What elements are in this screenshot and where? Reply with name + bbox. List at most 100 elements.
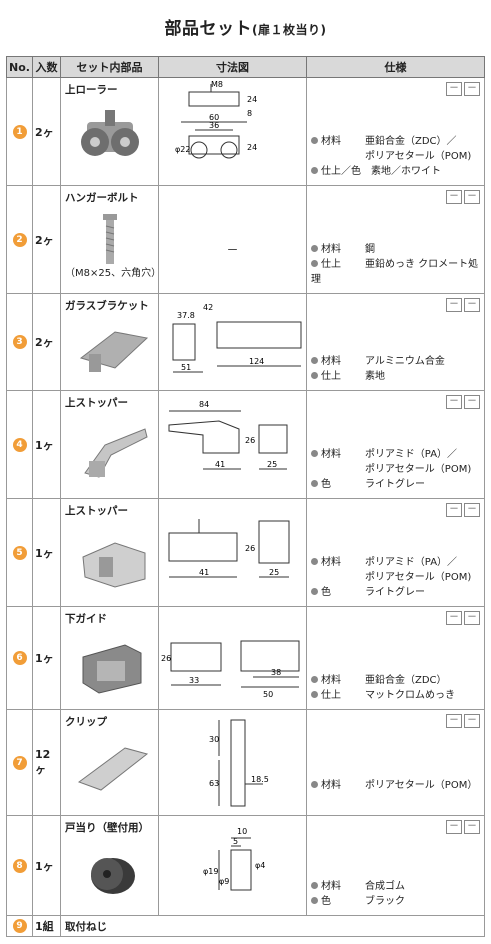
option-box[interactable]: － [464, 82, 480, 96]
dim-label: M8 [211, 80, 223, 89]
option-box[interactable]: － [464, 714, 480, 728]
number-badge: 1 [12, 124, 27, 139]
part-name: クリップ [65, 716, 107, 728]
dim-label: 10 [237, 827, 247, 836]
dim-label: 41 [199, 568, 209, 577]
dim-label: 38 [271, 668, 281, 677]
spec-list: 材料アルミニウム合金 仕上素地 [311, 354, 445, 384]
spec-cell: －－ 材料ポリアミド（PA）／ ポリアセタール（POM) 色ライトグレー [306, 498, 485, 607]
header-spec: 仕様 [306, 56, 485, 78]
upper-stopper-drawing: 84 26 41 25 [168, 400, 288, 470]
spec-value: ブラック [365, 896, 405, 907]
option-box[interactable]: － [446, 395, 462, 409]
row-number: 8 [6, 815, 33, 916]
lower-guide-image [82, 644, 142, 694]
table-row: 8 1ヶ 戸当り（壁付用） 10 5 φ4 φ19 φ9 －－ 材料合成 [6, 815, 485, 916]
spec-value: 素地 [365, 371, 385, 382]
spec-cell: －－ 材料亜鉛合金（ZDC） 仕上マットクロムめっき [306, 606, 485, 710]
glass-bracket-image [79, 331, 149, 372]
checkbox-group: －－ [444, 298, 480, 312]
dim-label: φ4 [255, 861, 265, 870]
part-cell: 戸当り（壁付用） [60, 815, 159, 916]
spec-key: 色 [321, 896, 331, 907]
row-number: 4 [6, 390, 33, 499]
dim-label: 124 [249, 357, 264, 366]
part-cell: 上ストッパー [60, 498, 159, 607]
dim-label: 24 [247, 95, 257, 104]
spec-value: 合成ゴム [365, 881, 405, 892]
row-qty: 2ヶ [32, 185, 61, 294]
clip-drawing: 30 63 18.5 [209, 719, 269, 807]
option-box[interactable]: － [464, 395, 480, 409]
header-dim: 寸法図 [158, 56, 307, 78]
spec-key: 仕上 [321, 371, 341, 382]
spec-value: ポリアセタール（POM） [365, 780, 478, 791]
header-part: セット内部品 [60, 56, 159, 78]
table-header: No. 入数 セット内部品 寸法図 仕様 [6, 56, 485, 78]
clip-image [77, 747, 149, 791]
spec-value: 亜鉛めっき クロメート処理 [311, 259, 479, 285]
spec-key: 材料 [321, 557, 341, 568]
upper-stopper-image [84, 428, 148, 478]
title-note: (扉１枚当り) [252, 23, 327, 37]
option-box[interactable]: － [464, 611, 480, 625]
header-qty: 入数 [32, 56, 61, 78]
spec-list: 材料亜鉛合金（ZDC） 仕上マットクロムめっき [311, 673, 455, 703]
dim-label: 36 [209, 121, 219, 130]
part-name: 上ローラー [65, 84, 118, 96]
upper-stopper-drawing: 26 41 25 [168, 519, 290, 578]
upper-roller-drawing: M8 24 8 60 36 φ22 24 [175, 80, 257, 159]
page-title: 部品セット(扉１枚当り) [0, 14, 491, 39]
spec-key: 仕上 [321, 259, 341, 270]
row-number: 6 [6, 606, 33, 710]
dim-label: 26 [245, 544, 255, 553]
option-box[interactable]: － [446, 298, 462, 312]
dim-label: 18.5 [251, 775, 269, 784]
option-box[interactable]: － [464, 190, 480, 204]
option-box[interactable]: － [446, 714, 462, 728]
row-qty: 2ヶ [32, 77, 61, 186]
option-box[interactable]: － [464, 298, 480, 312]
row-number: 5 [6, 498, 33, 607]
spec-value: ライトグレー [365, 479, 425, 490]
spec-value: ポリアミド（PA）／ [365, 557, 458, 568]
dim-label: 8 [247, 109, 252, 118]
option-box[interactable]: － [446, 82, 462, 96]
dim-label: 26 [245, 436, 255, 445]
checkbox-group: －－ [444, 503, 480, 517]
number-badge: 5 [12, 545, 27, 560]
option-box[interactable]: － [446, 503, 462, 517]
part-cell: 上ストッパー [60, 390, 159, 499]
hanger-bolt-image [103, 214, 117, 264]
option-box[interactable]: － [446, 820, 462, 834]
spec-cell: －－ 材料亜鉛合金（ZDC）／ ポリアセタール（POM) 仕上／色 素地／ホワイ… [306, 77, 485, 186]
part-name: ガラスブラケット [65, 300, 149, 312]
spec-key: 色 [321, 479, 331, 490]
row-qty: 1組 [32, 915, 61, 937]
option-box[interactable]: － [446, 190, 462, 204]
part-cell: 下ガイド [60, 606, 159, 710]
spec-cell: －－ 材料アルミニウム合金 仕上素地 [306, 293, 485, 391]
spec-value: ポリアセタール（POM) [365, 464, 472, 475]
part-name: 取付ねじ [60, 915, 485, 937]
spec-key: 材料 [321, 881, 341, 892]
table-row: 2 2ヶ ハンガーボルト （M8×25、六角穴） － －－ 材料鋼 仕上亜鉛めっ… [6, 185, 485, 294]
row-number: 7 [6, 709, 33, 816]
spec-key: 色 [321, 587, 331, 598]
part-name: 戸当り（壁付用） [65, 822, 149, 834]
part-cell: クリップ [60, 709, 159, 816]
dim-label: 51 [181, 363, 191, 372]
row-number: 3 [6, 293, 33, 391]
option-box[interactable]: － [464, 503, 480, 517]
table-row: 7 12ヶ クリップ 30 63 18.5 －－ 材料ポリアセタール（POM） [6, 709, 485, 816]
checkbox-group: －－ [444, 395, 480, 409]
option-box[interactable]: － [464, 820, 480, 834]
spec-list: 材料ポリアミド（PA）／ ポリアセタール（POM) 色ライトグレー [311, 555, 471, 600]
checkbox-group: －－ [444, 714, 480, 728]
number-badge: 7 [12, 755, 27, 770]
option-box[interactable]: － [446, 611, 462, 625]
row-qty: 1ヶ [32, 498, 61, 607]
checkbox-group: －－ [444, 82, 480, 96]
spec-list: 材料ポリアセタール（POM） [311, 778, 477, 793]
row-qty: 1ヶ [32, 390, 61, 499]
